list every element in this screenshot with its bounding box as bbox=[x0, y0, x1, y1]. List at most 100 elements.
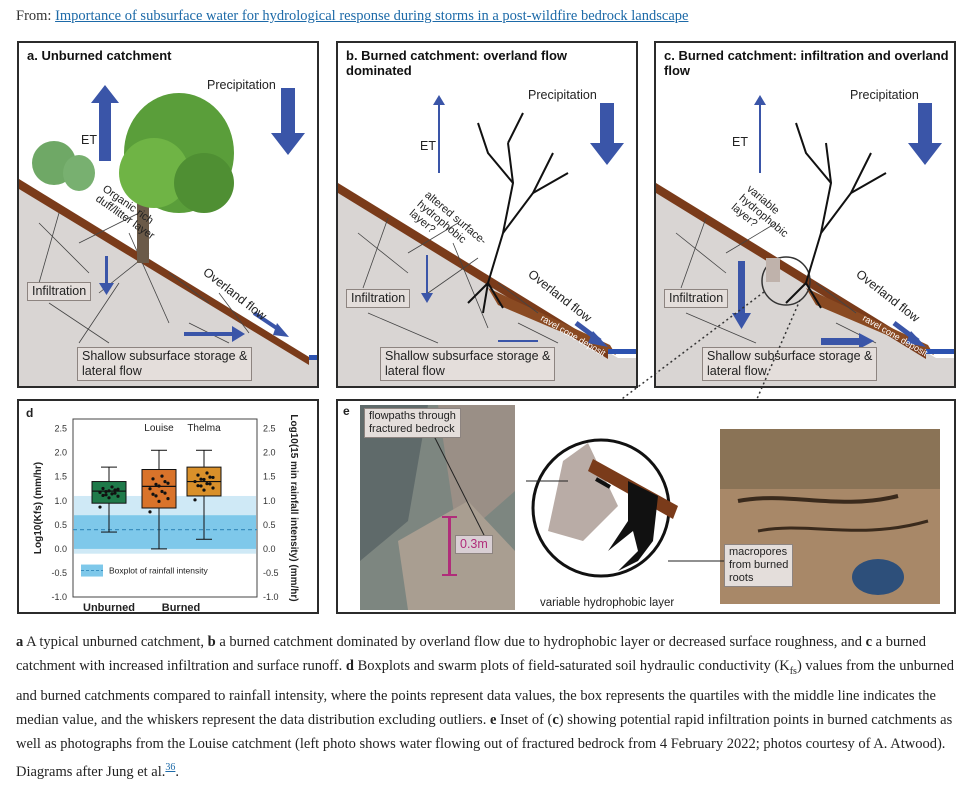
y-tick-left: -0.5 bbox=[51, 568, 67, 578]
panel-c-precip-label: Precipitation bbox=[850, 88, 919, 102]
swarm-point bbox=[193, 479, 197, 484]
panel-e-flowpaths-line1: flowpaths through bbox=[369, 410, 456, 422]
panel-d-label: d bbox=[26, 406, 34, 420]
panel-b-precip-label: Precipitation bbox=[528, 88, 597, 102]
swarm-point bbox=[196, 473, 200, 477]
panel-b-shallow-line2: lateral flow bbox=[385, 364, 445, 378]
caption-d-label: d bbox=[345, 658, 354, 674]
panel-a-shallow-line1: Shallow subsurface storage & bbox=[82, 349, 248, 363]
swarm-point bbox=[202, 477, 206, 482]
panel-a-precip-label: Precipitation bbox=[207, 78, 276, 92]
panel-c-shallow-line2: lateral flow bbox=[707, 364, 767, 378]
group-label-burned: Burned bbox=[162, 602, 201, 614]
panel-b-title-line1: b. Burned catchment: overland flow bbox=[346, 48, 568, 63]
caption-end: . bbox=[175, 763, 180, 780]
panel-a-shallow-line2: lateral flow bbox=[82, 364, 142, 378]
y-tick-left: 0.5 bbox=[54, 520, 67, 530]
panel-b-title-line2: dominated bbox=[346, 63, 412, 78]
panel-c: c. Burned catchment: infiltration and ov… bbox=[654, 41, 956, 388]
panel-c-title-line2: flow bbox=[664, 63, 690, 78]
swarm-point bbox=[205, 482, 209, 486]
swarm-point bbox=[211, 475, 215, 480]
caption-c-text: a burned catchment with increased infilt… bbox=[16, 634, 926, 674]
caption-b-label: b bbox=[207, 634, 216, 650]
panel-e-variable-label: variable hydrophobic layer bbox=[540, 597, 675, 609]
y-tick-left: -1.0 bbox=[51, 592, 67, 602]
caption-e-text2: ) showing potential rapid infiltration p… bbox=[16, 711, 953, 780]
swarm-point bbox=[211, 486, 215, 490]
panel-b-shallow-label: Shallow subsurface storage & lateral flo… bbox=[380, 347, 556, 381]
panel-c-shallow-line1: Shallow subsurface storage & bbox=[707, 349, 873, 363]
legend-text: Boxplot of rainfall intensity bbox=[109, 566, 208, 576]
swarm-point bbox=[199, 477, 203, 481]
swarm-point bbox=[116, 487, 120, 491]
category-label: Thelma bbox=[187, 423, 221, 434]
panel-a-title: a. Unburned catchment bbox=[27, 48, 172, 63]
panel-a-infiltration-label: Infiltration bbox=[27, 282, 92, 301]
y-axis-label-right: Log10(15 min rainfall intensity) (mm/hr) bbox=[288, 414, 299, 601]
caption-b-text: a burned catchment dominated by overland… bbox=[215, 634, 866, 650]
caption-e-text: Inset of ( bbox=[496, 711, 553, 728]
panel-c-shallow-label: Shallow subsurface storage & lateral flo… bbox=[702, 347, 878, 381]
article-title-link[interactable]: Importance of subsurface water for hydro… bbox=[55, 8, 689, 24]
caption-e-label: e bbox=[489, 711, 497, 728]
panel-e-macro-line2: from burned bbox=[729, 559, 789, 571]
from-prefix: From: bbox=[16, 8, 56, 24]
y-tick-left: 2.5 bbox=[54, 424, 67, 434]
panel-b: b. Burned catchment: overland flow domin… bbox=[336, 41, 638, 388]
swarm-point bbox=[107, 496, 111, 500]
panel-b-title: b. Burned catchment: overland flow domin… bbox=[346, 48, 567, 78]
figure-caption: a A typical unburned catchment, b a burn… bbox=[16, 630, 956, 784]
caption-a-label: a bbox=[16, 634, 24, 650]
swarm-point bbox=[160, 489, 164, 494]
y-tick-right: 1.5 bbox=[263, 472, 276, 482]
panel-a-et-label: ET bbox=[81, 133, 97, 147]
swarm-point bbox=[196, 484, 200, 488]
y-axis-label-left: Log10(Kfs) (mm/hr) bbox=[33, 462, 44, 554]
swarm-point bbox=[104, 489, 108, 494]
swarm-point bbox=[160, 474, 164, 478]
panel-e-flowpaths-label: flowpaths through fractured bedrock bbox=[364, 408, 461, 438]
swarm-point bbox=[107, 489, 111, 493]
panel-e-flowpaths-line2: fractured bedrock bbox=[369, 423, 455, 435]
swarm-point bbox=[202, 488, 206, 492]
panel-a: a. Unburned catchment ET Precipitation O… bbox=[17, 41, 319, 388]
swarm-point bbox=[166, 481, 170, 485]
swarm-point bbox=[110, 492, 114, 496]
swarm-point bbox=[157, 484, 161, 488]
panel-e-macro-line1: macropores bbox=[729, 546, 788, 558]
source-line: From: Importance of subsurface water for… bbox=[16, 8, 688, 25]
panel-e-illustration bbox=[360, 405, 940, 610]
swarm-point bbox=[166, 497, 170, 501]
y-tick-left: 1.0 bbox=[54, 496, 67, 506]
y-tick-left: 1.5 bbox=[54, 472, 67, 482]
y-tick-right: 2.5 bbox=[263, 424, 276, 434]
group-label-unburned: Unburned bbox=[83, 602, 135, 614]
y-tick-right: -1.0 bbox=[263, 592, 279, 602]
y-tick-right: 2.0 bbox=[263, 448, 276, 458]
panel-b-shallow-line1: Shallow subsurface storage & bbox=[385, 349, 551, 363]
swarm-point bbox=[163, 480, 167, 484]
swarm-point bbox=[98, 490, 102, 494]
swarm-point bbox=[113, 488, 117, 492]
panel-c-title: c. Burned catchment: infiltration and ov… bbox=[664, 48, 949, 78]
swarm-point bbox=[154, 494, 158, 498]
swarm-point bbox=[151, 492, 155, 496]
panel-e-label: e bbox=[343, 404, 350, 418]
panel-c-title-line1: c. Burned catchment: infiltration and ov… bbox=[664, 48, 949, 63]
panel-a-diagram bbox=[19, 85, 317, 386]
y-tick-right: 1.0 bbox=[263, 496, 276, 506]
panel-c-et-label: ET bbox=[732, 135, 748, 149]
swarm-point bbox=[148, 510, 152, 514]
caption-d-subscript: fs bbox=[789, 665, 797, 677]
swarm-point bbox=[101, 493, 105, 498]
panel-b-infiltration-label: Infiltration bbox=[346, 289, 411, 308]
category-label: Louise bbox=[144, 423, 174, 434]
swarm-point bbox=[101, 486, 105, 491]
caption-a-text: A typical unburned catchment, bbox=[23, 634, 208, 650]
y-tick-right: 0.0 bbox=[263, 544, 276, 554]
reference-link[interactable]: 36 bbox=[165, 761, 176, 773]
panel-a-shallow-label: Shallow subsurface storage & lateral flo… bbox=[77, 347, 253, 381]
